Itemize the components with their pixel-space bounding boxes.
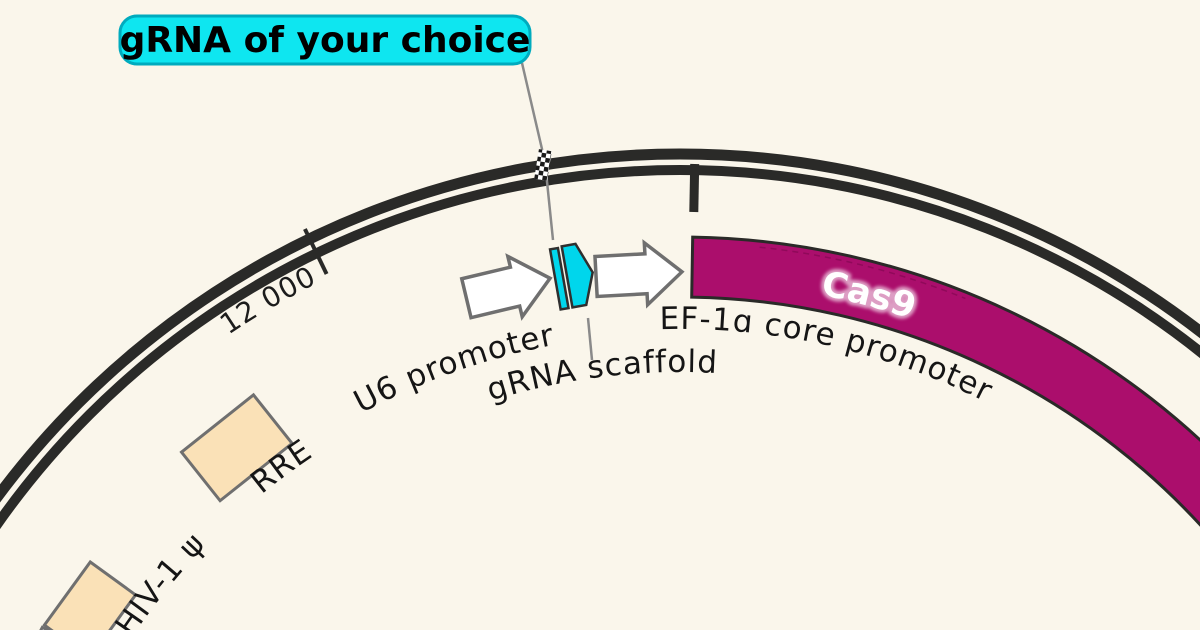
callout-bubble[interactable] [118, 14, 532, 66]
insertion-site-marker [534, 149, 552, 181]
cas9-selection-dash [759, 246, 966, 300]
feature-grna-insert[interactable] [548, 246, 570, 311]
feature-cas9-cds[interactable] [690, 235, 1200, 550]
backbone-outer-ring [0, 148, 1200, 503]
position-tick-12000 [303, 228, 329, 275]
feature-rre-box[interactable] [179, 392, 295, 503]
grna-cassette-group [548, 242, 598, 311]
feature-boundary-tick [689, 163, 700, 213]
feature-ef1a-promoter-arrow[interactable] [593, 239, 685, 309]
feature-u6-promoter-arrow[interactable] [459, 248, 557, 328]
grna-scaffold-leader-line [586, 317, 594, 361]
backbone-inner-ring [0, 165, 1200, 530]
feature-grna-scaffold[interactable] [560, 242, 598, 309]
callout-label: gRNA of your choice [120, 20, 531, 61]
feature-hiv1-psi-box[interactable] [42, 559, 138, 630]
